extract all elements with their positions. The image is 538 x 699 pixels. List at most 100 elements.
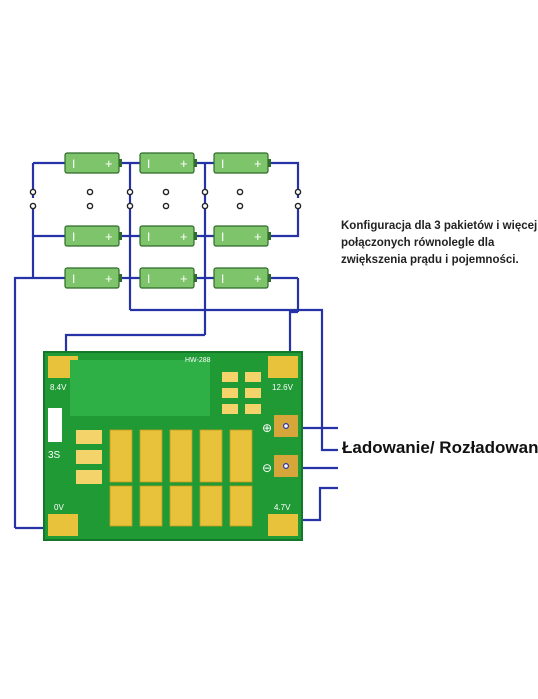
label-3s: 3S	[48, 450, 61, 461]
dot	[86, 188, 94, 196]
battery-plus-label: +	[254, 156, 262, 171]
dot	[126, 202, 134, 210]
battery-cell-nub	[268, 274, 271, 282]
smd	[76, 430, 102, 444]
battery-cell-nub	[268, 232, 271, 240]
load-minus-wire	[300, 486, 338, 522]
battery-minus-label: I	[221, 157, 224, 171]
smd	[222, 388, 238, 398]
bms-board: HW-288 8.4V 12.6V 0V 4.7V 3S ⊕ ⊖	[43, 351, 303, 541]
dot	[201, 202, 209, 210]
battery-cell-nub	[194, 274, 197, 282]
board-model-label: HW-288	[185, 357, 211, 364]
charge-discharge-label: Ładowanie/ Rozładowanie	[342, 438, 538, 457]
battery-plus-label: +	[105, 156, 113, 171]
dot	[86, 202, 94, 210]
smd	[245, 404, 261, 414]
smd-components	[76, 372, 261, 484]
dot	[29, 202, 37, 210]
dot	[126, 188, 134, 196]
battery-cell: I+	[139, 152, 197, 174]
dot	[236, 202, 244, 210]
battery-plus-label: +	[105, 271, 113, 286]
mosfet	[199, 429, 223, 483]
battery-cell: I+	[213, 225, 271, 247]
battery-cell: I+	[213, 267, 271, 289]
wiring	[13, 161, 338, 530]
mosfet	[109, 485, 133, 527]
battery-cell: I+	[213, 152, 271, 174]
pad-0v	[48, 514, 78, 536]
smd	[245, 372, 261, 382]
tap-8v4-wire	[64, 333, 205, 352]
battery-cell: I+	[64, 225, 122, 247]
dot	[201, 188, 209, 196]
smd	[76, 450, 102, 464]
battery-cell-nub	[119, 232, 122, 240]
battery-cell-nub	[119, 159, 122, 167]
battery-plus-label: +	[254, 229, 262, 244]
label-8v4: 8.4V	[50, 383, 67, 392]
tap-12v6-board-wire	[288, 310, 298, 356]
tap-12v6-wire	[130, 308, 338, 452]
battery-cell-nub	[119, 274, 122, 282]
dot	[236, 188, 244, 196]
caption-line-3: zwiększenia prądu i pojemności.	[341, 254, 519, 266]
smd	[245, 388, 261, 398]
minus-symbol: ⊖	[262, 461, 272, 475]
terminal-dots	[283, 423, 290, 470]
battery-plus-label: +	[254, 271, 262, 286]
mosfet	[199, 485, 223, 527]
configuration-caption: Konfiguracja dla 3 pakietów i więcej poł…	[341, 218, 538, 269]
pad-4v7	[268, 514, 298, 536]
battery-minus-label: I	[221, 230, 224, 244]
label-patch	[48, 408, 62, 442]
battery-minus-label: I	[147, 272, 150, 286]
battery-plus-label: +	[180, 271, 188, 286]
dot	[294, 202, 302, 210]
mosfet	[229, 485, 253, 527]
battery-cell-nub	[268, 159, 271, 167]
battery-plus-label: +	[180, 229, 188, 244]
mosfet	[229, 429, 253, 483]
battery-minus-label: I	[221, 272, 224, 286]
label-0v: 0V	[54, 503, 64, 512]
mosfet	[169, 485, 193, 527]
battery-minus-label: I	[72, 272, 75, 286]
mosfet-grid	[109, 429, 253, 527]
dot	[162, 188, 170, 196]
battery-plus-label: +	[105, 229, 113, 244]
battery-minus-label: I	[72, 230, 75, 244]
battery-minus-label: I	[72, 157, 75, 171]
terminal-dot	[283, 463, 290, 470]
dot	[162, 202, 170, 210]
dot	[29, 188, 37, 196]
parallel-dots	[29, 188, 302, 210]
battery-cell: I+	[64, 267, 122, 289]
battery-minus-label: I	[147, 157, 150, 171]
terminal-dot	[283, 423, 290, 430]
pad-12v6	[268, 356, 298, 378]
battery-cell: I+	[139, 267, 197, 289]
battery-minus-label: I	[147, 230, 150, 244]
ic-area	[70, 360, 210, 416]
mosfet	[169, 429, 193, 483]
smd	[76, 470, 102, 484]
mosfet	[139, 429, 163, 483]
battery-cell-nub	[194, 232, 197, 240]
battery-plus-label: +	[180, 156, 188, 171]
battery-cells: I+I+I+I+I+I+I+I+I+	[64, 152, 271, 289]
mosfet	[139, 485, 163, 527]
caption-line-2: połączonych równolegle dla	[341, 237, 495, 249]
dot	[294, 188, 302, 196]
plus-symbol: ⊕	[262, 421, 272, 435]
label-12v6: 12.6V	[272, 383, 294, 392]
label-4v7: 4.7V	[274, 503, 291, 512]
caption-line-1: Konfiguracja dla 3 pakietów i więcej	[341, 220, 538, 232]
battery-cell-nub	[194, 159, 197, 167]
smd	[222, 404, 238, 414]
smd	[222, 372, 238, 382]
battery-cell: I+	[64, 152, 122, 174]
bottom-rail-wire	[13, 276, 298, 528]
